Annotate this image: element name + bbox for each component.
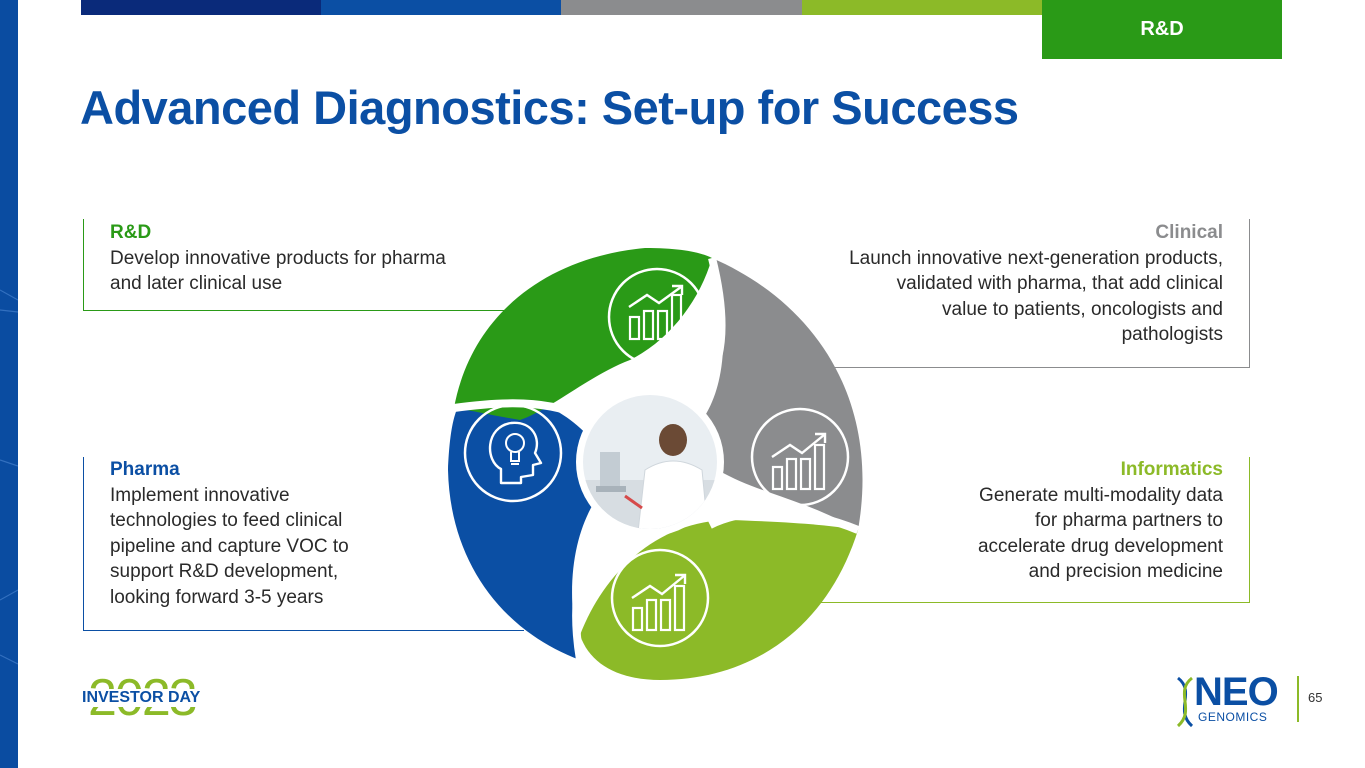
panel-pharma-line: Implement innovative bbox=[110, 484, 290, 506]
brand-sub: GENOMICS bbox=[1198, 710, 1268, 724]
head-lightbulb-icon bbox=[463, 403, 563, 503]
growth-chart-icon bbox=[750, 407, 850, 507]
panel-rd-line: Develop innovative products for pharma bbox=[110, 247, 446, 269]
top-strip-blue bbox=[321, 0, 561, 15]
left-bar-pattern bbox=[0, 289, 18, 665]
panel-pharma-line: pipeline and capture VOC to bbox=[110, 535, 349, 557]
panel-rd-line: and later clinical use bbox=[110, 273, 283, 294]
panel-clinical: Clinical Launch innovative next-generati… bbox=[770, 219, 1250, 368]
cycle-segment-green bbox=[454, 248, 712, 420]
cycle-segment-gray bbox=[685, 258, 863, 530]
panel-rd-heading: R&D bbox=[110, 222, 152, 243]
panel-informatics-line: and precision medicine bbox=[1028, 561, 1223, 582]
panel-pharma-line: looking forward 3-5 years bbox=[110, 586, 324, 608]
panel-pharma-heading: Pharma bbox=[110, 459, 180, 480]
panel-pharma-line: technologies to feed clinical bbox=[110, 510, 343, 531]
panel-pharma-line: support R&D development, bbox=[110, 561, 339, 582]
panel-clinical-heading: Clinical bbox=[1155, 222, 1223, 243]
panel-clinical-line: pathologists bbox=[1121, 324, 1223, 345]
footer-divider bbox=[1297, 676, 1299, 722]
panel-clinical-line: validated with pharma, that add clinical bbox=[896, 273, 1223, 294]
scientist-photo bbox=[583, 395, 717, 529]
investor-day-logo: 2023 INVESTOR DAY bbox=[80, 668, 240, 728]
page-number: 65 bbox=[1308, 690, 1323, 705]
panel-informatics: Informatics Generate multi-modality data… bbox=[800, 457, 1250, 603]
growth-chart-icon bbox=[607, 267, 707, 367]
panel-informatics-line: Generate multi-modality data bbox=[979, 484, 1223, 506]
top-strip-gray bbox=[561, 0, 802, 15]
left-accent-bar bbox=[0, 0, 18, 768]
panel-clinical-line: value to patients, oncologists and bbox=[942, 298, 1223, 320]
brand-name: NEO bbox=[1194, 670, 1279, 714]
cycle-segment-blue bbox=[448, 391, 615, 660]
cycle-segment-lime bbox=[580, 520, 858, 680]
page-title: Advanced Diagnostics: Set-up for Success bbox=[80, 81, 1019, 134]
panel-informatics-heading: Informatics bbox=[1120, 459, 1223, 480]
panel-clinical-line: Launch innovative next-generation produc… bbox=[849, 247, 1223, 269]
cycle-diagram bbox=[448, 248, 863, 680]
panel-rd: R&D Develop innovative products for phar… bbox=[83, 219, 504, 311]
investor-day-text: INVESTOR DAY bbox=[80, 689, 203, 707]
panel-informatics-line: for pharma partners to bbox=[1035, 510, 1223, 531]
section-tab: R&D bbox=[1042, 0, 1282, 59]
panel-informatics-line: accelerate drug development bbox=[977, 535, 1223, 557]
dna-helix-icon bbox=[1176, 676, 1194, 728]
neogenomics-logo: NEO GENOMICS bbox=[1170, 670, 1290, 732]
top-strip-navy bbox=[81, 0, 321, 15]
growth-chart-icon bbox=[610, 548, 710, 648]
top-strip-lime bbox=[802, 0, 1042, 15]
panel-pharma: Pharma Implement innovative technologies… bbox=[83, 457, 524, 631]
